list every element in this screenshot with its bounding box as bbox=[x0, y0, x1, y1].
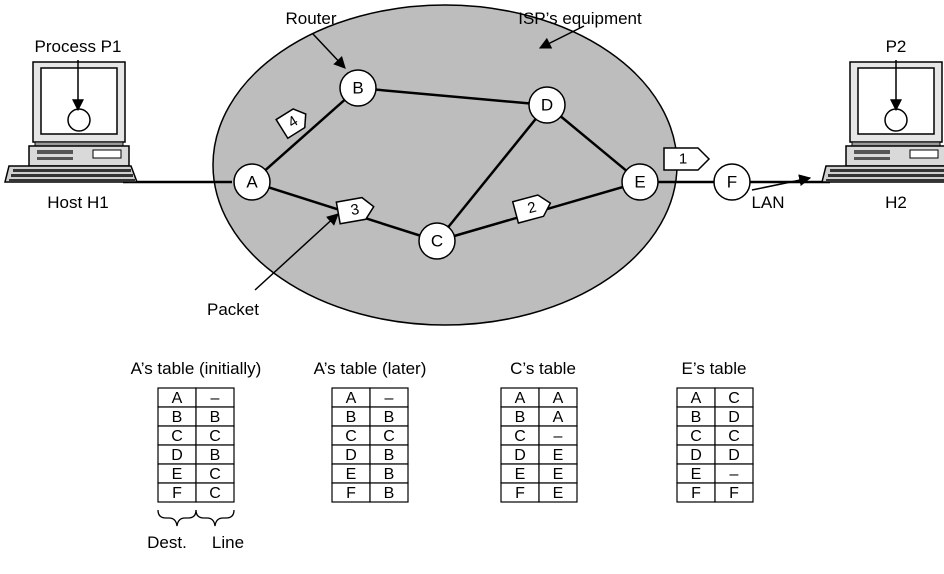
table-cell-dest: C bbox=[514, 428, 526, 445]
table-title: A’s table (initially) bbox=[131, 359, 262, 378]
label-process-p1: Process P1 bbox=[35, 37, 122, 56]
table-title: A’s table (later) bbox=[314, 359, 427, 378]
packet-3: 3 bbox=[335, 196, 375, 225]
label-h2: H2 bbox=[885, 193, 907, 212]
table-cell-line: D bbox=[728, 409, 740, 426]
table-cell-line: B bbox=[210, 447, 221, 464]
table-cell-dest: A bbox=[346, 390, 357, 407]
table-cell-dest: B bbox=[172, 409, 183, 426]
table-cell-dest: D bbox=[514, 447, 526, 464]
router-c: C bbox=[418, 222, 456, 260]
label-isp-equipment: ISP’s equipment bbox=[518, 9, 642, 28]
router-e: E bbox=[621, 163, 659, 201]
table-cell-dest: E bbox=[515, 466, 526, 483]
table-cell-dest: A bbox=[172, 390, 183, 407]
table-cell-line: – bbox=[385, 390, 394, 407]
table-cell-line: – bbox=[554, 428, 563, 445]
router-f: F bbox=[713, 163, 751, 201]
svg-text:B: B bbox=[352, 79, 363, 98]
table-cell-dest: F bbox=[515, 485, 525, 502]
label-dest: Dest. bbox=[147, 533, 187, 552]
router-a: A bbox=[233, 163, 271, 201]
table-cell-box bbox=[538, 482, 578, 503]
host-h2-computer-icon bbox=[821, 61, 944, 183]
svg-text:D: D bbox=[541, 96, 553, 115]
table-cell-line: B bbox=[384, 447, 395, 464]
svg-text:3: 3 bbox=[349, 201, 360, 219]
packet-1: 1 bbox=[663, 147, 711, 171]
label-line: Line bbox=[212, 533, 244, 552]
table-cell-dest: F bbox=[691, 485, 701, 502]
table-cell-dest: C bbox=[171, 428, 183, 445]
svg-text:1: 1 bbox=[679, 151, 687, 168]
table-cell-dest: D bbox=[345, 447, 357, 464]
column-braces bbox=[157, 509, 235, 527]
table-cell-line: E bbox=[553, 466, 564, 483]
table-cell-line: C bbox=[209, 428, 221, 445]
svg-text:E: E bbox=[634, 173, 645, 192]
label-router: Router bbox=[285, 9, 336, 28]
host-h1-computer-icon bbox=[4, 61, 138, 183]
table-cell-line: B bbox=[384, 466, 395, 483]
label-host-h1: Host H1 bbox=[47, 193, 108, 212]
table-cell-line: A bbox=[553, 390, 564, 407]
label-lan: LAN bbox=[751, 193, 784, 212]
table-cell-dest: C bbox=[690, 428, 702, 445]
isp-cloud bbox=[212, 4, 678, 326]
table-cell-dest: F bbox=[346, 485, 356, 502]
router-d: D bbox=[528, 86, 566, 124]
table-cell-line: – bbox=[211, 390, 220, 407]
table-cell-box bbox=[714, 482, 754, 503]
table-cell-dest: B bbox=[346, 409, 357, 426]
label-arrows bbox=[72, 25, 902, 291]
svg-text:A: A bbox=[246, 173, 258, 192]
table-cell-line: F bbox=[729, 485, 739, 502]
table-cell-dest: E bbox=[172, 466, 183, 483]
table-cell-line: E bbox=[553, 447, 564, 464]
table-cell-dest: A bbox=[515, 390, 526, 407]
table-cell-line: C bbox=[728, 390, 740, 407]
table-cell-line: C bbox=[209, 485, 221, 502]
table-cell-line: B bbox=[384, 485, 395, 502]
table-cell-dest: E bbox=[691, 466, 702, 483]
table-cell-box bbox=[195, 482, 235, 503]
svg-text:C: C bbox=[431, 232, 443, 251]
table-cell-box bbox=[369, 482, 409, 503]
packet-4: 4 bbox=[275, 108, 307, 140]
label-p2: P2 bbox=[886, 37, 907, 56]
table-cell-line: D bbox=[728, 447, 740, 464]
table-cell-line: C bbox=[383, 428, 395, 445]
table-cell-line: B bbox=[210, 409, 221, 426]
packet-2: 2 bbox=[511, 194, 552, 224]
table-cell-dest: F bbox=[172, 485, 182, 502]
table-cell-dest: A bbox=[691, 390, 702, 407]
table-cell-dest: B bbox=[691, 409, 702, 426]
table-cell-line: A bbox=[553, 409, 564, 426]
table-title: E’s table bbox=[682, 359, 747, 378]
label-packet: Packet bbox=[207, 300, 259, 319]
table-cell-line: B bbox=[384, 409, 395, 426]
table-cell-dest: E bbox=[346, 466, 357, 483]
table-cell-line: E bbox=[553, 485, 564, 502]
table-cell-line: – bbox=[730, 466, 739, 483]
table-cell-line: C bbox=[728, 428, 740, 445]
table-cell-line: C bbox=[209, 466, 221, 483]
router-b: B bbox=[339, 69, 377, 107]
table-cell-dest: D bbox=[690, 447, 702, 464]
table-cell-dest: C bbox=[345, 428, 357, 445]
table-cell-dest: B bbox=[515, 409, 526, 426]
svg-text:F: F bbox=[727, 173, 737, 192]
table-cell-dest: D bbox=[171, 447, 183, 464]
table-title: C’s table bbox=[510, 359, 576, 378]
